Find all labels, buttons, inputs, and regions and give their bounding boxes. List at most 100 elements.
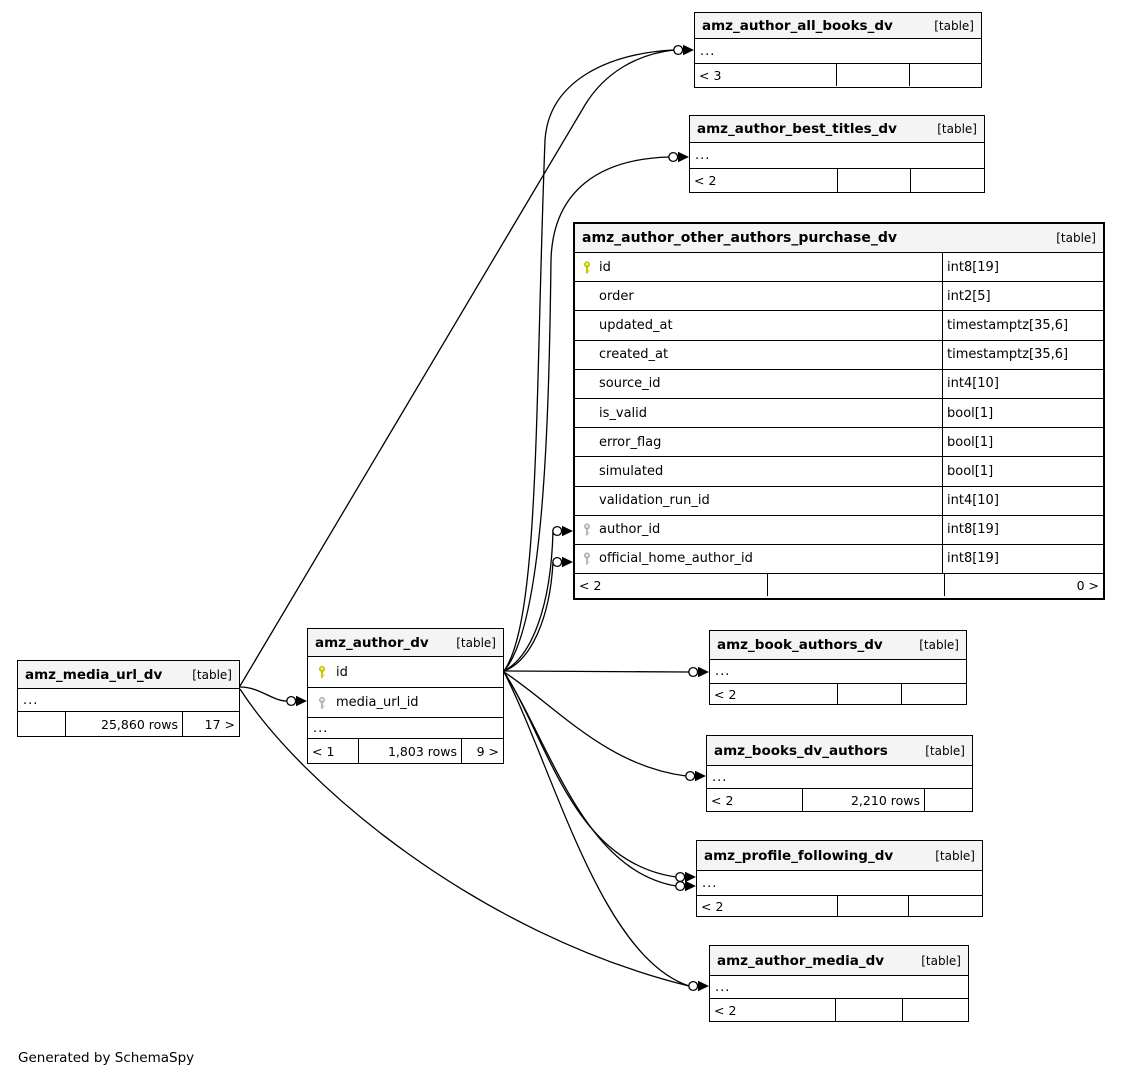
column-name: simulated (599, 463, 664, 479)
table-amz_author_best_titles_dv: amz_author_best_titles_dv [table] ... < … (689, 115, 985, 193)
collapsed-columns-row: ... (690, 142, 984, 168)
footer-children: 0 > (944, 574, 1103, 597)
column-row-id: id int8[19] (575, 252, 1103, 282)
column-name: media_url_id (336, 695, 419, 710)
table-header[interactable]: amz_profile_following_dv [table] (697, 841, 982, 870)
table-title: amz_profile_following_dv (704, 847, 894, 864)
column-type: int4[10] (942, 486, 1103, 515)
table-tag: [table] (192, 667, 232, 682)
column-name: author_id (599, 522, 661, 538)
footer-children: 17 > (182, 712, 239, 736)
column-name: is_valid (599, 405, 648, 421)
footer-rows (837, 684, 901, 704)
table-footer: < 2 (697, 895, 982, 916)
crowfoot-endpoint (552, 556, 573, 568)
column-row-order: order int2[5] (575, 281, 1103, 311)
footer-rows (837, 169, 910, 192)
table-amz_media_url_dv: amz_media_url_dv [table] ... 25,860 rows… (17, 660, 240, 737)
table-header[interactable]: amz_books_dv_authors [table] (707, 736, 972, 765)
table-header[interactable]: amz_author_all_books_dv [table] (695, 13, 981, 38)
collapsed-columns-label: ... (695, 148, 711, 163)
footer-rows (837, 896, 908, 916)
column-row-source_id: source_id int4[10] (575, 368, 1103, 398)
table-tag: [table] (935, 848, 975, 863)
primary-key-icon (308, 665, 336, 679)
table-tag: [table] (925, 743, 965, 758)
collapsed-columns-row: ... (710, 659, 966, 683)
column-row-updated_at: updated_at timestamptz[35,6] (575, 310, 1103, 340)
crowfoot-endpoint (673, 44, 694, 56)
table-title: amz_author_all_books_dv (702, 17, 893, 34)
column-name: order (599, 288, 634, 304)
crowfoot-endpoint (685, 770, 706, 782)
table-header[interactable]: amz_author_media_dv [table] (710, 946, 968, 975)
table-footer: < 2 0 > (575, 573, 1103, 597)
table-tag: [table] (921, 953, 961, 968)
table-header[interactable]: amz_author_other_authors_purchase_dv [ta… (575, 224, 1103, 252)
table-title: amz_book_authors_dv (717, 637, 883, 653)
column-name: updated_at (599, 317, 673, 333)
footer-parents: < 3 (699, 67, 722, 83)
collapsed-columns-label: ... (313, 720, 329, 736)
crowfoot-endpoint (675, 871, 696, 883)
footer-rows: 25,860 rows (65, 712, 182, 736)
table-footer: < 2 (710, 683, 966, 704)
collapsed-columns-row: ... (710, 975, 968, 998)
column-type: bool[1] (942, 398, 1103, 428)
footer-parents: < 2 (701, 898, 724, 914)
collapsed-columns-row: ... (695, 38, 981, 63)
table-amz_author_other_authors_purchase_dv: amz_author_other_authors_purchase_dv [ta… (573, 222, 1105, 600)
relationship-line-media_url-media_url_id (239, 686, 288, 702)
crowfoot-endpoint (688, 980, 709, 992)
column-name: id (599, 259, 611, 275)
column-name: official_home_author_id (599, 551, 753, 567)
footer-parents: < 2 (714, 686, 737, 702)
footer-parents: < 2 (579, 577, 602, 593)
column-type: timestamptz[35,6] (942, 340, 1103, 369)
footer-rows (836, 64, 909, 86)
table-footer: < 2 (710, 998, 968, 1021)
table-amz_author_dv: amz_author_dv [table] id media_url_id ..… (307, 628, 504, 764)
table-title: amz_author_media_dv (717, 952, 885, 969)
table-title: amz_author_best_titles_dv (697, 121, 897, 137)
foreign-key-icon (575, 552, 599, 565)
table-header[interactable]: amz_book_authors_dv [table] (710, 631, 966, 659)
collapsed-columns-label: ... (702, 875, 718, 891)
crowfoot-endpoint (675, 880, 696, 892)
column-row-id: id (308, 656, 503, 687)
foreign-key-icon (575, 523, 599, 536)
column-name: error_flag (599, 434, 662, 450)
table-title: amz_author_dv (315, 634, 429, 651)
table-amz_profile_following_dv: amz_profile_following_dv [table] ... < 2 (696, 840, 983, 917)
table-tag: [table] (456, 635, 496, 650)
table-amz_author_media_dv: amz_author_media_dv [table] ... < 2 (709, 945, 969, 1022)
column-type: int8[19] (942, 544, 1103, 574)
footer-rows (835, 999, 902, 1021)
relationship-line-author_dv-author_id (503, 530, 554, 672)
collapsed-columns-row: ... (18, 688, 239, 711)
table-tag: [table] (934, 18, 974, 33)
table-header[interactable]: amz_author_dv [table] (308, 629, 503, 656)
column-row-error_flag: error_flag bool[1] (575, 427, 1103, 457)
collapsed-columns-label: ... (700, 43, 716, 59)
footer-parents: < 2 (714, 1002, 737, 1018)
collapsed-columns-label: ... (715, 979, 731, 995)
table-footer: < 2 (690, 168, 984, 192)
relationship-line-author_dv-author_media (503, 671, 690, 987)
column-row-is_valid: is_valid bool[1] (575, 397, 1103, 428)
table-tag: [table] (1056, 231, 1096, 245)
table-amz_book_authors_dv: amz_book_authors_dv [table] ... < 2 (709, 630, 967, 705)
table-header[interactable]: amz_media_url_dv [table] (18, 661, 239, 688)
footer-parents (18, 712, 65, 736)
table-footer: < 1 1,803 rows 9 > (308, 738, 503, 763)
column-row-official_home_author_id: official_home_author_id int8[19] (575, 543, 1103, 574)
primary-key-icon (575, 261, 599, 274)
column-row-created_at: created_at timestamptz[35,6] (575, 339, 1103, 369)
table-header[interactable]: amz_author_best_titles_dv [table] (690, 116, 984, 142)
column-type: int8[19] (942, 515, 1103, 544)
table-title: amz_books_dv_authors (714, 742, 888, 759)
table-title: amz_media_url_dv (25, 666, 163, 683)
column-type: bool[1] (942, 428, 1103, 457)
table-footer: < 2 2,210 rows (707, 788, 972, 811)
crowfoot-endpoint (688, 666, 709, 678)
